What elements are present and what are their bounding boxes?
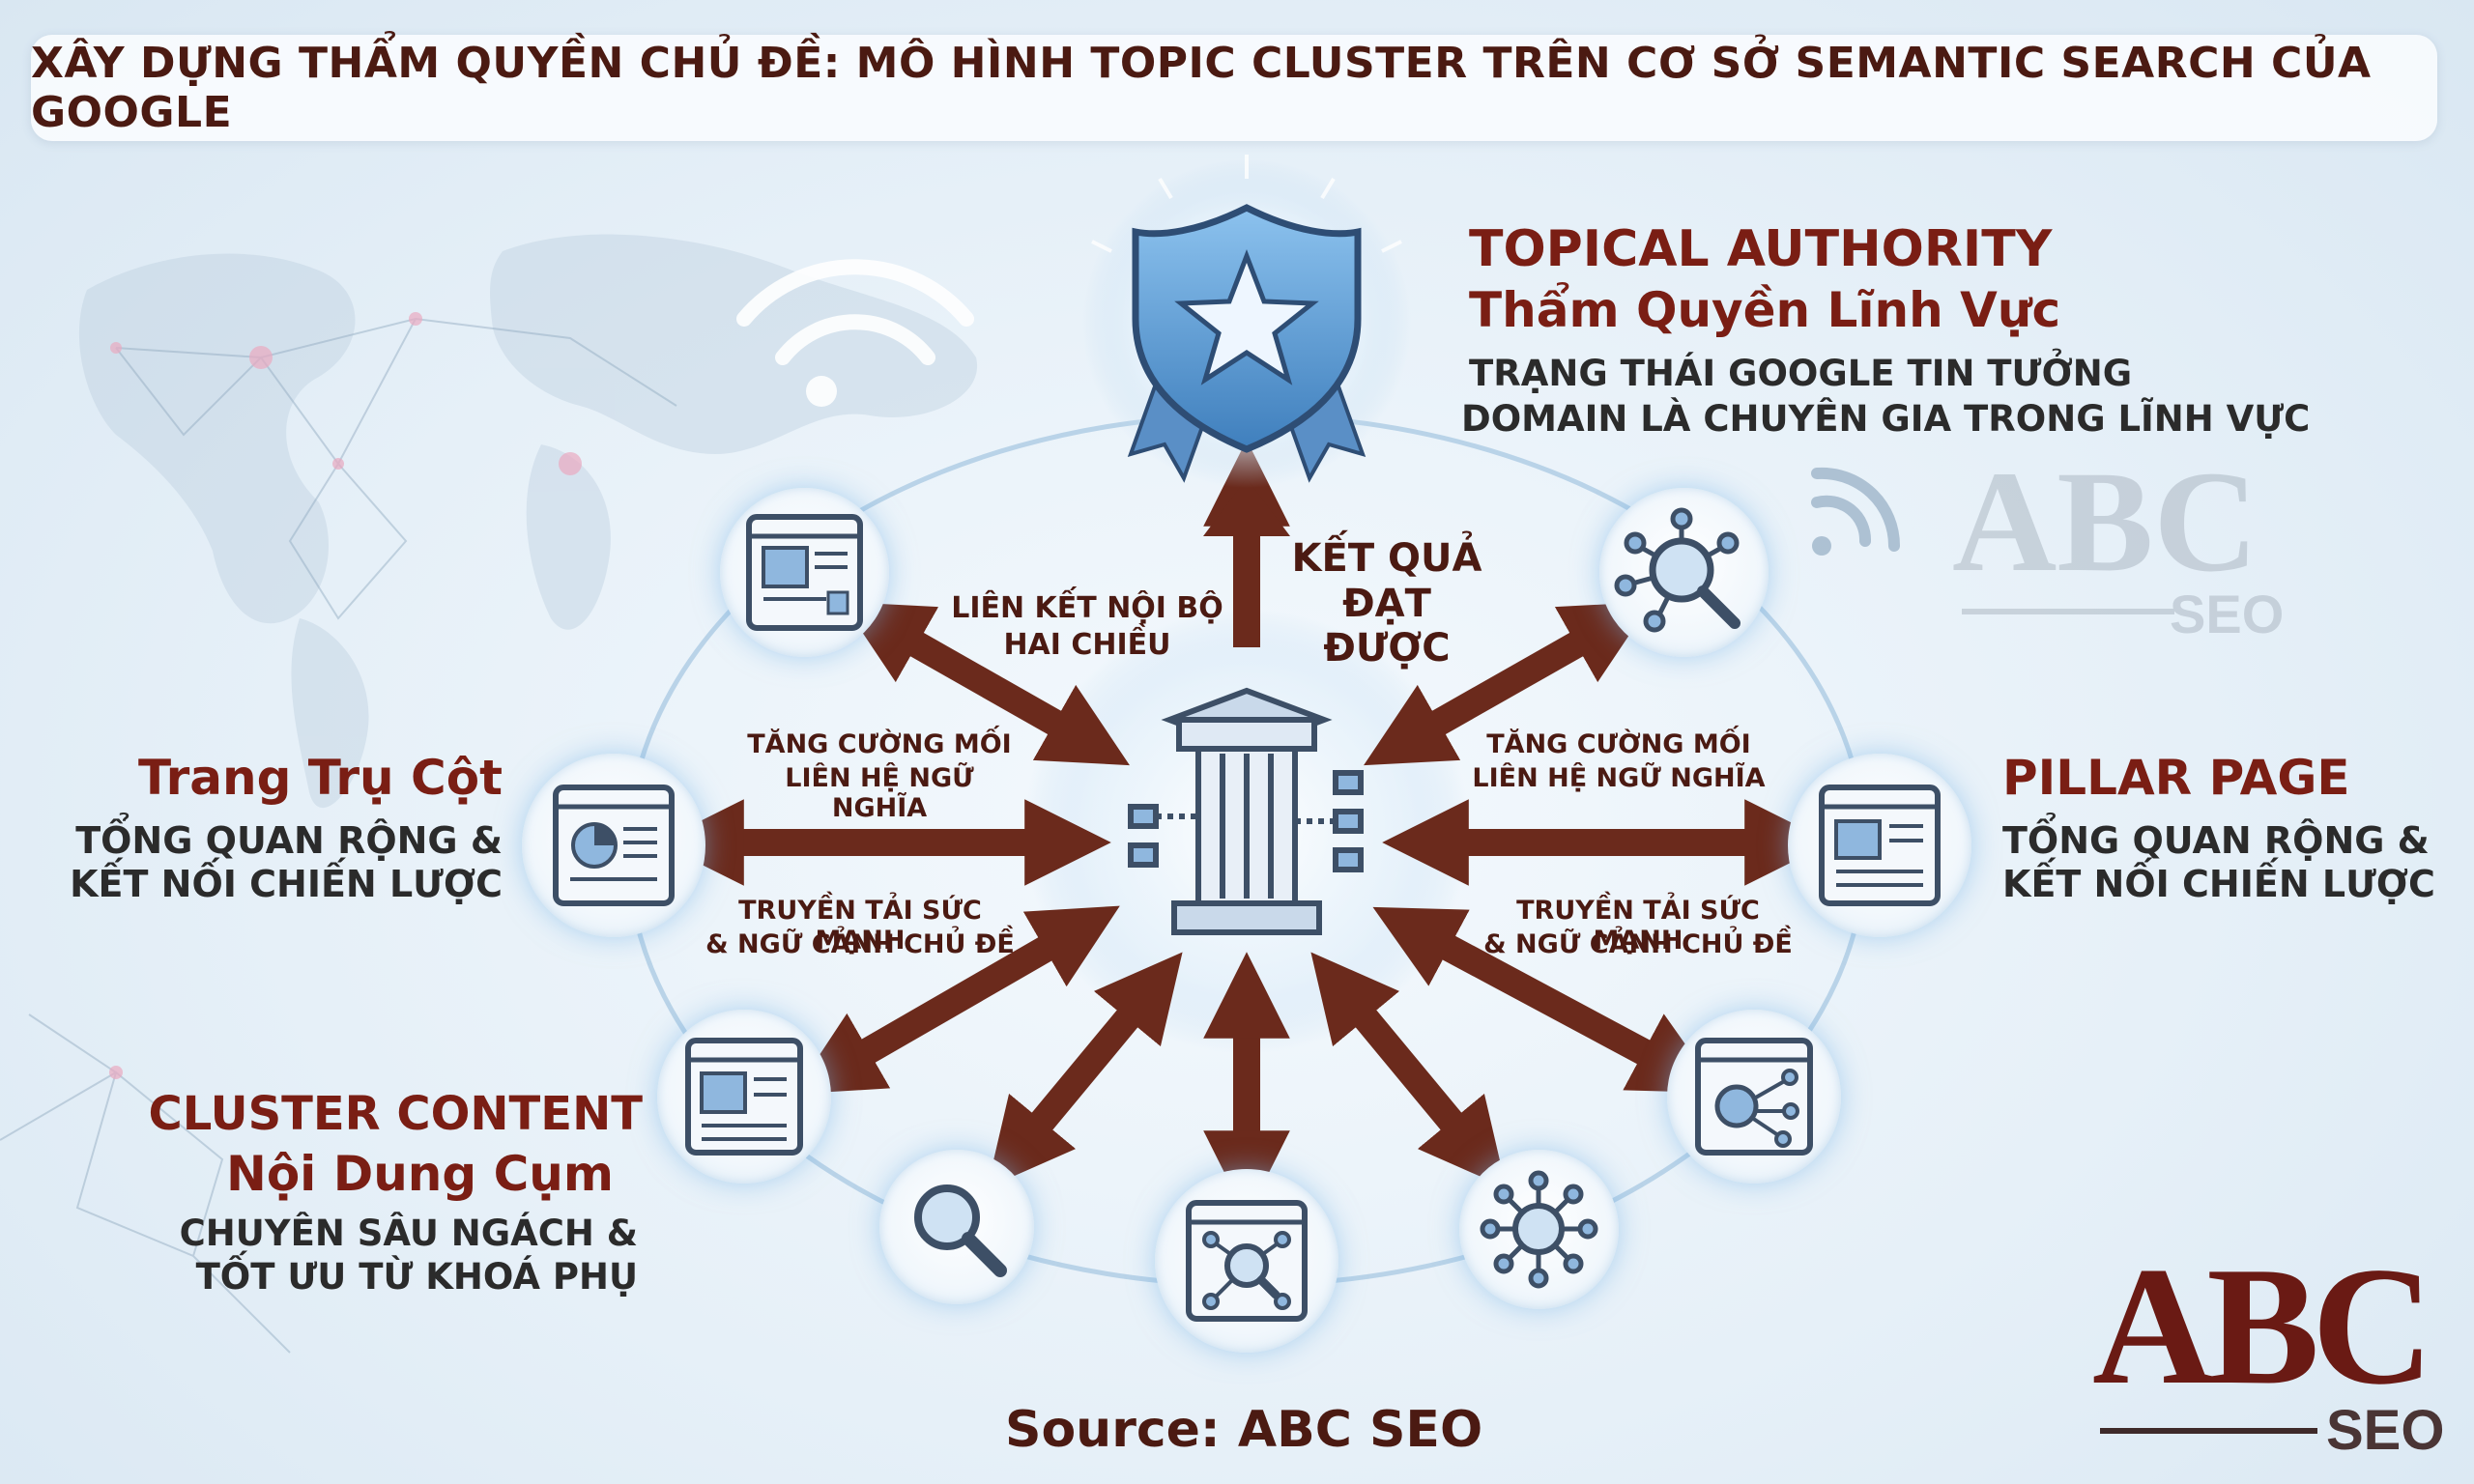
node-chart-page-lower-right [1667, 1010, 1841, 1184]
node-magnifier-bottom-left [879, 1150, 1034, 1304]
topical-authority-heading-en: TOPICAL AUTHORITY [1469, 220, 2053, 278]
cluster-heading-en: CLUSTER CONTENT [148, 1087, 644, 1141]
network-node-icon [1480, 1170, 1598, 1289]
arrows [657, 440, 1831, 1217]
cluster-desc-1: CHUYÊN SÂU NGÁCH & [179, 1213, 638, 1254]
shield-star-icon [1082, 155, 1411, 488]
label-power-right-2: & NGỮ CẢNH CHỦ ĐỀ [1483, 929, 1793, 959]
svg-text:SEO: SEO [2170, 584, 2284, 644]
pillar-left-desc-2: KẾT NỐI CHIẾN LƯỢC [70, 863, 503, 905]
node-pie-page-left [522, 754, 705, 937]
logo-underline [2100, 1428, 2317, 1434]
cluster-desc-2: TỐT ƯU TỪ KHOÁ PHỤ [195, 1256, 638, 1298]
logo-main-text: ABC [2092, 1232, 2433, 1419]
label-semantic-right-1: TĂNG CƯỜNG MỐI [1486, 729, 1751, 759]
page-title: XÂY DỰNG THẨM QUYỀN CHỦ ĐỀ: MÔ HÌNH TOPI… [31, 39, 2372, 137]
cluster-heading-vi: Nội Dung Cụm [225, 1146, 614, 1202]
source-credit: Source: ABC SEO [1005, 1401, 1483, 1459]
magnifier-icon [914, 1184, 1007, 1277]
wifi-icon [1811, 467, 1901, 556]
arrow-upper-left [842, 601, 1130, 766]
pillar-icon [1128, 687, 1364, 935]
world-map-icon [78, 234, 978, 809]
label-internal-2: HAI CHIỀU [1003, 628, 1171, 662]
abc-seo-logo: ABC SEO [2092, 1241, 2450, 1464]
node-network-bottom-right [1459, 1150, 1619, 1309]
pillar-right-heading: PILLAR PAGE [2002, 750, 2350, 806]
pie-page-icon [553, 785, 675, 906]
webpage-icon [685, 1038, 803, 1156]
webpage-icon [746, 514, 863, 631]
pillar-right-desc-2: KẾT NỐI CHIẾN LƯỢC [2002, 863, 2435, 905]
network-dots [109, 312, 582, 1079]
label-result-2: ĐẠT ĐƯỢC [1323, 582, 1451, 671]
node-search-page-bottom [1155, 1169, 1338, 1353]
label-result-1: KẾT QUẢ [1291, 536, 1482, 581]
wifi-icon [736, 259, 974, 407]
webpage-icon [1819, 785, 1941, 906]
arrow-up-result-head [1203, 478, 1290, 536]
arrow-down-right [1310, 952, 1507, 1188]
topical-authority-desc-1: TRẠNG THÁI GOOGLE TIN TƯỞNG [1469, 353, 2133, 394]
svg-text:ABC: ABC [1952, 442, 2258, 602]
node-webpage-lower-left [657, 1010, 831, 1184]
label-power-left-2: & NGỮ CẢNH CHỦ ĐỀ [705, 929, 1015, 959]
arrow-lower-right [1372, 906, 1720, 1094]
label-semantic-left-1: TĂNG CƯỜNG MỐI [747, 729, 1012, 759]
label-power-right-1: TRUYỀN TẢI SỨC MẠNH [1516, 896, 1760, 956]
abc-seo-watermark: ABC SEO [1952, 442, 2284, 644]
arrow-lower-left [793, 905, 1120, 1095]
label-semantic-left-2: LIÊN HỆ NGỮ NGHĨA [785, 763, 974, 823]
label-semantic-right-2: LIÊN HỆ NGỮ NGHĨA [1472, 763, 1766, 793]
node-search-network-top-right [1599, 488, 1769, 657]
arrow-down-left [987, 952, 1183, 1188]
chart-page-icon [1695, 1038, 1813, 1156]
logo-sub-text: SEO [2326, 1399, 2445, 1462]
title-bar: XÂY DỰNG THẨM QUYỀN CHỦ ĐỀ: MÔ HÌNH TOPI… [31, 35, 2437, 141]
arrow-upper-right [1364, 601, 1652, 766]
search-page-icon [1186, 1200, 1308, 1322]
pillar-left-desc-1: TỔNG QUAN RỘNG & [75, 819, 503, 862]
label-power-left-1: TRUYỀN TẢI SỨC MẠNH [738, 896, 982, 956]
topical-authority-heading-vi: Thẩm Quyền Lĩnh Vực [1469, 282, 2061, 338]
label-internal-1: LIÊN KẾT NỘI BỘ [951, 591, 1223, 625]
pillar-left-heading: Trang Trụ Cột [137, 750, 503, 806]
node-webpage-top-left [720, 488, 889, 657]
node-webpage-right [1788, 754, 1971, 937]
pillar-right-desc-1: TỔNG QUAN RỘNG & [2002, 819, 2430, 862]
topical-authority-desc-2: DOMAIN LÀ CHUYÊN GIA TRONG LĨNH VỰC [1461, 398, 2311, 440]
magnifier-network-icon [1614, 507, 1740, 633]
